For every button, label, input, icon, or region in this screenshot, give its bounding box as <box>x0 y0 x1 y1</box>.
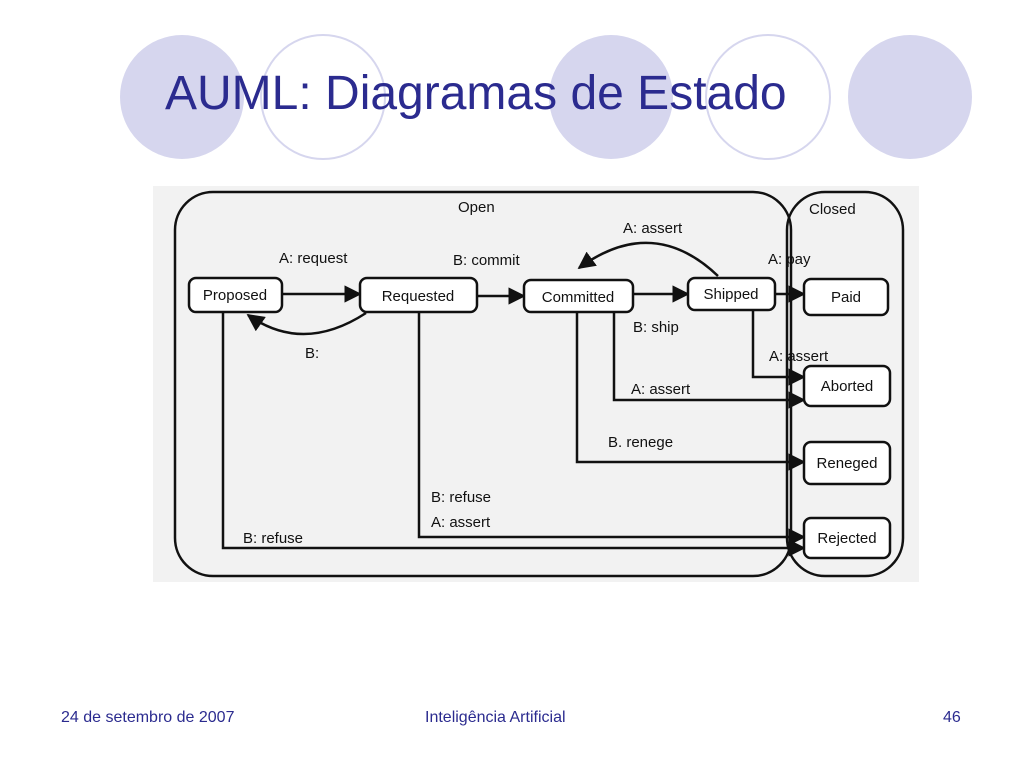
label-proposed-rejected: B: refuse <box>243 530 303 547</box>
transition-proposed-rejected <box>221 313 806 557</box>
footer-course: Inteligência Artificial <box>425 709 566 726</box>
transition-shipped-aborted <box>751 310 806 386</box>
closed-region <box>785 190 905 578</box>
state-requested-label: Requested <box>382 288 455 305</box>
state-diagram-svg: Open Closed Pr <box>173 190 905 578</box>
decor-circle-4 <box>705 34 831 160</box>
label-committed-aborted: A: assert <box>631 381 691 398</box>
open-region-label: Open <box>458 199 495 216</box>
label-shipped-paid: A: pay <box>768 251 811 268</box>
label-shipped-committed: A: assert <box>623 220 683 237</box>
footer-page-number: 46 <box>943 709 961 726</box>
label-shipped-aborted: A: assert <box>769 348 829 365</box>
state-paid <box>802 277 890 317</box>
label-committed-reneged: B. renege <box>608 434 673 451</box>
label-requested-proposed: B: <box>305 345 319 362</box>
state-rejected-label: Rejected <box>817 530 876 547</box>
transition-requested-rejected <box>417 313 806 546</box>
state-reneged-label: Reneged <box>817 455 878 472</box>
label-requested-rejected-1: B: refuse <box>431 489 491 506</box>
state-shipped <box>686 276 777 312</box>
footer-date: 24 de setembro de 2007 <box>61 709 235 726</box>
state-proposed <box>187 276 284 314</box>
state-committed-label: Committed <box>542 289 615 306</box>
label-committed-shipped: B: ship <box>633 319 679 336</box>
decor-circle-1 <box>120 35 244 159</box>
state-proposed-label: Proposed <box>203 287 267 304</box>
label-requested-rejected-2: A: assert <box>431 514 491 531</box>
transition-shipped-committed <box>577 241 719 277</box>
state-aborted-label: Aborted <box>821 378 874 395</box>
decor-circle-5 <box>848 35 972 159</box>
state-aborted <box>802 364 892 408</box>
closed-region-label: Closed <box>809 201 856 218</box>
decor-circle-2 <box>260 34 386 160</box>
decor-circle-3 <box>549 35 673 159</box>
transition-committed-reneged <box>575 313 806 471</box>
slide-title: AUML: Diagramas de Estado <box>165 67 787 120</box>
state-reneged <box>802 440 892 486</box>
state-requested <box>358 276 479 314</box>
state-shipped-label: Shipped <box>703 286 758 303</box>
state-rejected <box>802 516 892 560</box>
state-committed <box>522 278 635 314</box>
state-diagram: Open Closed Pr <box>153 186 919 582</box>
state-paid-label: Paid <box>831 289 861 306</box>
transition-committed-aborted <box>612 313 806 409</box>
label-proposed-requested: A: request <box>279 250 348 267</box>
transition-requested-proposed <box>246 311 367 336</box>
label-requested-committed: B: commit <box>453 252 521 269</box>
